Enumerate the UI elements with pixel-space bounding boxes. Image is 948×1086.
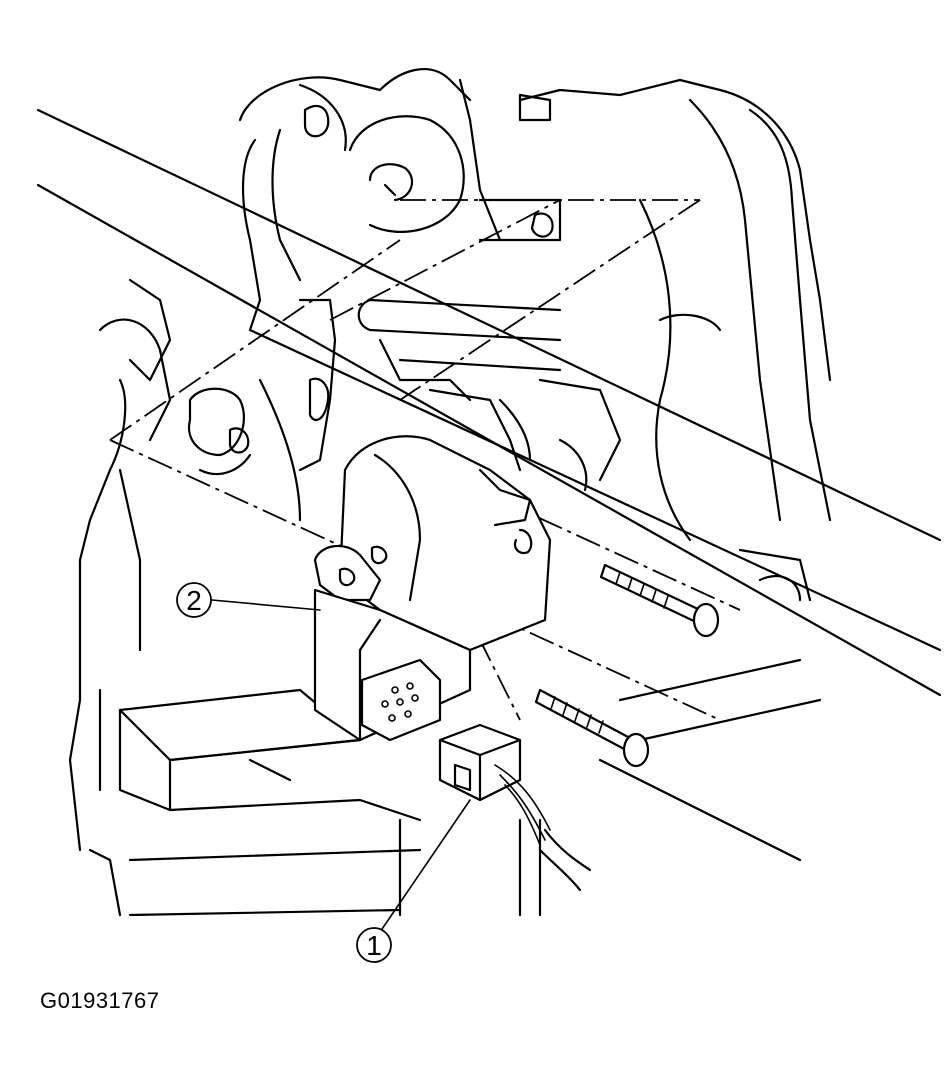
electrical-connector [438, 723, 592, 892]
callout-1: 1 [356, 927, 392, 963]
mounting-screws [534, 563, 720, 768]
housing-structure [36, 68, 942, 917]
leader-lines [211, 599, 471, 936]
figure-code: G01931767 [40, 988, 160, 1013]
callout-1-label: 1 [366, 930, 382, 961]
callout-2: 2 [176, 582, 212, 618]
actuator-motor [313, 435, 552, 742]
callout-2-label: 2 [186, 585, 202, 616]
